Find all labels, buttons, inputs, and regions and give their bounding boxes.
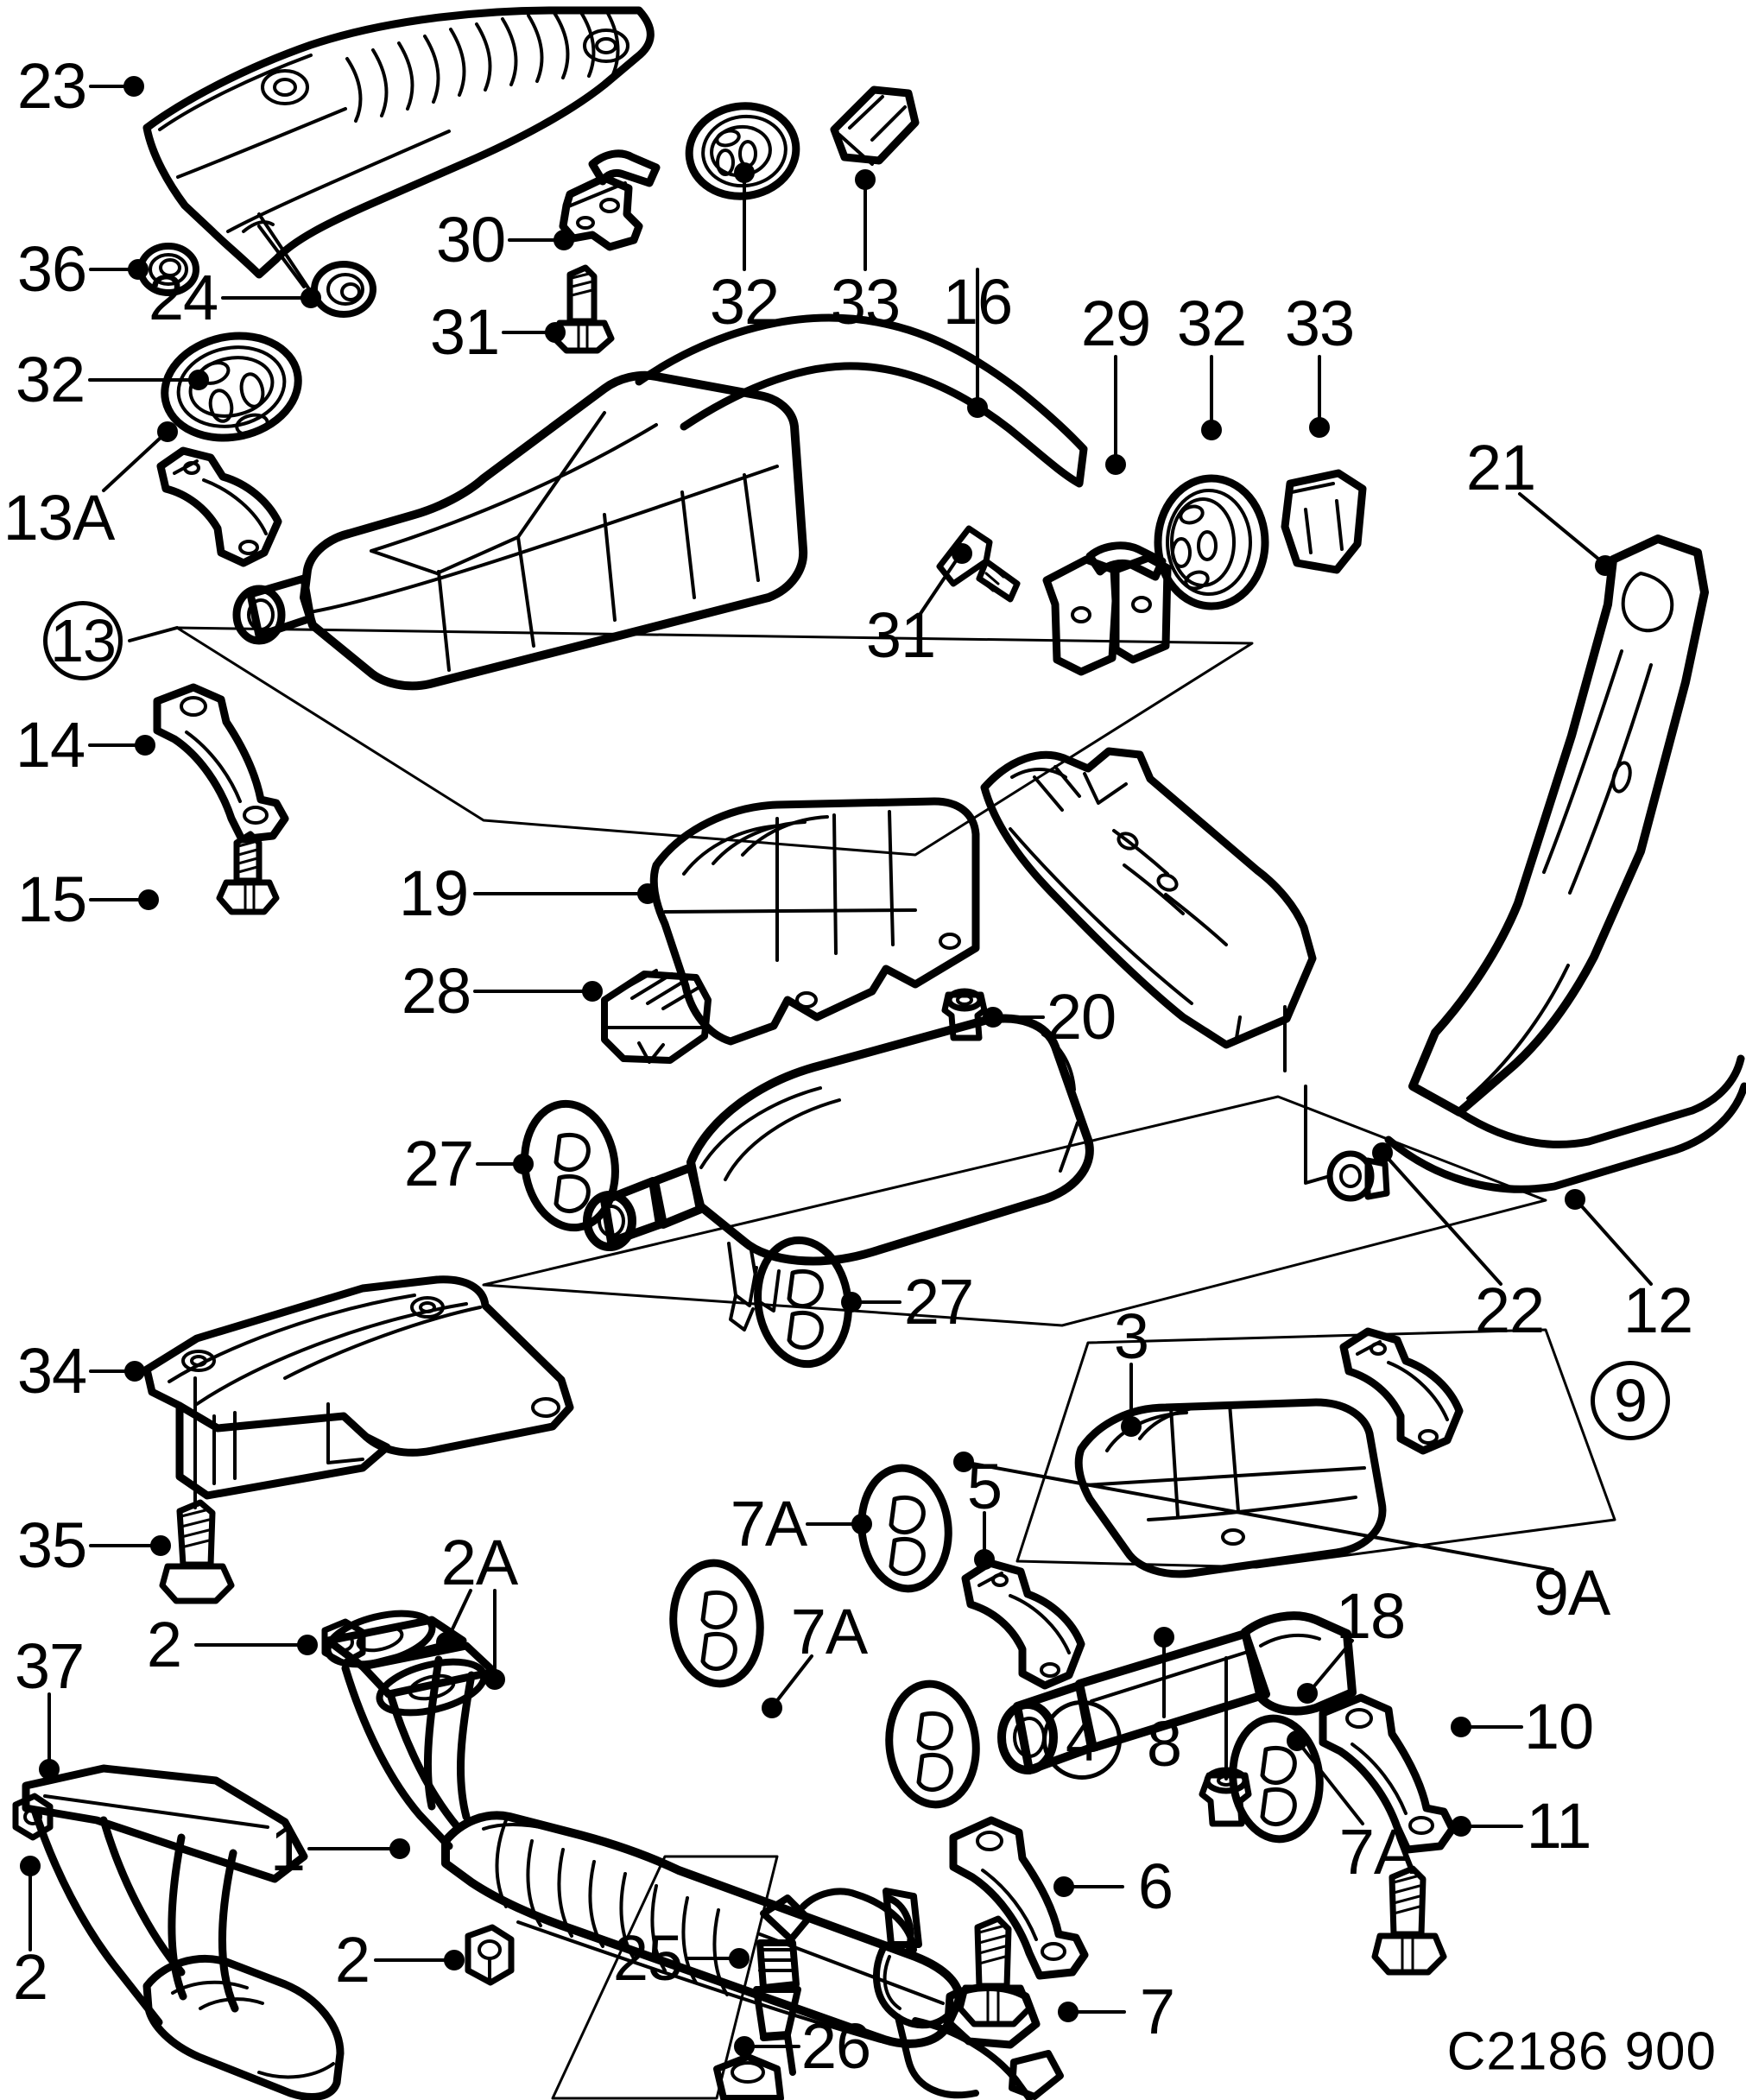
callout-label-8[interactable]: 8 (1146, 1708, 1182, 1780)
callout-label-31[interactable]: 31 (429, 296, 500, 368)
callout-label-7a[interactable]: 7A (790, 1596, 869, 1667)
callout-label-15[interactable]: 15 (16, 863, 87, 935)
callout-label-27[interactable]: 27 (903, 1266, 974, 1338)
callout-label-19[interactable]: 19 (398, 857, 469, 929)
callout-label-27[interactable]: 27 (403, 1128, 474, 1199)
callout-label-2[interactable]: 2 (12, 1941, 48, 2013)
callout-label-32[interactable]: 32 (709, 266, 780, 338)
callout-label-13[interactable]: 13 (43, 601, 123, 680)
callout-label-9a[interactable]: 9A (1533, 1557, 1611, 1629)
callout-label-2[interactable]: 2 (146, 1609, 182, 1680)
callout-label-34[interactable]: 34 (16, 1335, 87, 1407)
callout-label-5[interactable]: 5 (966, 1451, 1003, 1522)
callout-label-20[interactable]: 20 (1046, 981, 1117, 1053)
callout-label-7a[interactable]: 7A (730, 1488, 808, 1559)
callout-label-29[interactable]: 29 (1080, 288, 1151, 359)
callout-label-31[interactable]: 31 (865, 599, 936, 671)
callout-label-32[interactable]: 32 (1176, 288, 1247, 359)
callout-label-12[interactable]: 12 (1623, 1275, 1693, 1346)
callout-label-14[interactable]: 14 (15, 709, 85, 781)
callout-label-10[interactable]: 10 (1523, 1691, 1594, 1762)
callout-label-37[interactable]: 37 (14, 1630, 85, 1702)
callout-label-25[interactable]: 25 (612, 1922, 683, 1994)
callout-label-13a[interactable]: 13A (3, 482, 116, 553)
callout-label-23[interactable]: 23 (16, 50, 87, 122)
callout-label-2a[interactable]: 2A (440, 1527, 519, 1598)
callout-label-30[interactable]: 30 (435, 204, 506, 275)
callout-label-9[interactable]: 9 (1591, 1361, 1670, 1440)
callout-label-21[interactable]: 21 (1465, 432, 1536, 503)
callout-label-1[interactable]: 1 (269, 1812, 306, 1884)
callout-label-28[interactable]: 28 (401, 955, 471, 1027)
callout-label-16[interactable]: 16 (942, 266, 1013, 338)
callout-label-32[interactable]: 32 (15, 344, 85, 415)
callout-label-22[interactable]: 22 (1474, 1275, 1545, 1346)
callout-label-26[interactable]: 26 (800, 2010, 871, 2082)
callout-label-18[interactable]: 18 (1335, 1580, 1406, 1652)
callout-label-3[interactable]: 3 (1113, 1300, 1149, 1372)
diagram-reference-code: C2186 900 (1446, 2021, 1717, 2082)
callout-label-4[interactable]: 4 (1042, 1700, 1122, 1780)
callout-label-35[interactable]: 35 (16, 1509, 87, 1581)
callout-label-2[interactable]: 2 (334, 1924, 370, 1996)
callout-label-6[interactable]: 6 (1137, 1850, 1173, 1922)
callout-label-7[interactable]: 7 (1139, 1976, 1175, 2047)
callout-label-36[interactable]: 36 (16, 233, 87, 305)
callout-label-7a[interactable]: 7A (1338, 1816, 1417, 1888)
callout-label-11[interactable]: 11 (1526, 1790, 1592, 1862)
callout-label-33[interactable]: 33 (1284, 288, 1355, 359)
callout-label-24[interactable]: 24 (148, 262, 218, 333)
callout-label-33[interactable]: 33 (830, 266, 901, 338)
